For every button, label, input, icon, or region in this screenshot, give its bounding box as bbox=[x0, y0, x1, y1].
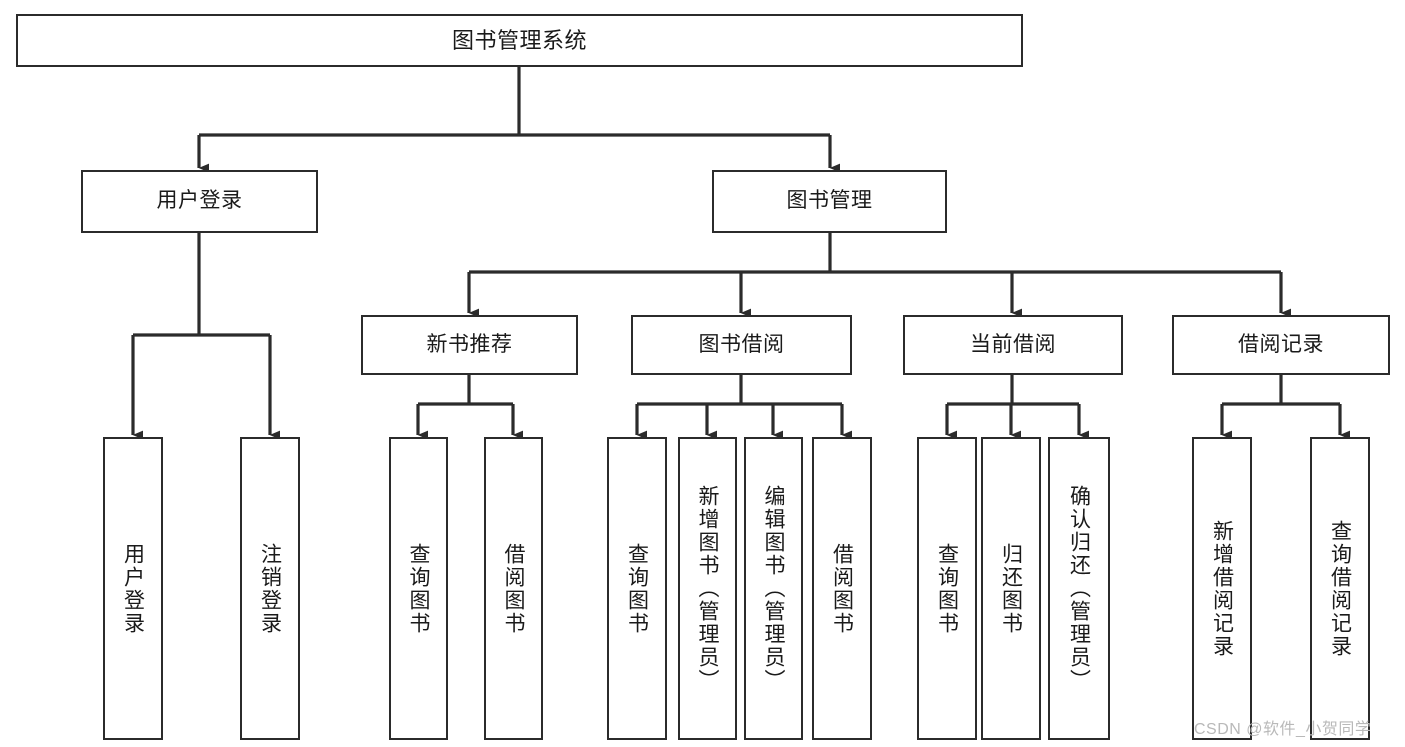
node-leaf-query-book-3[interactable]: 查询图书 bbox=[917, 437, 977, 740]
node-user-login[interactable]: 用户登录 bbox=[81, 170, 318, 233]
node-new-book-recommend-label: 新书推荐 bbox=[426, 332, 513, 356]
edges-book-manage-to-level2 bbox=[467, 233, 1292, 318]
node-user-login-label: 用户登录 bbox=[156, 189, 243, 213]
node-leaf-query-book-1-label: 查询图书 bbox=[407, 542, 430, 635]
node-book-manage[interactable]: 图书管理 bbox=[712, 170, 947, 233]
node-leaf-borrow-book-2-label: 借阅图书 bbox=[830, 542, 854, 635]
node-leaf-borrow-book-1-label: 借阅图书 bbox=[502, 542, 525, 635]
edges-book-borrow-to-leaves bbox=[635, 375, 853, 440]
node-leaf-user-login[interactable]: 用户登录 bbox=[103, 437, 163, 740]
node-leaf-query-book-1[interactable]: 查询图书 bbox=[389, 437, 448, 740]
node-leaf-edit-book[interactable]: 编辑图书（管理员） bbox=[744, 437, 803, 740]
node-book-manage-label: 图书管理 bbox=[786, 189, 873, 213]
node-leaf-logout-label: 注销登录 bbox=[258, 542, 282, 635]
node-leaf-borrow-book-1[interactable]: 借阅图书 bbox=[484, 437, 543, 740]
node-leaf-query-book-2-label: 查询图书 bbox=[625, 542, 649, 635]
node-root-label: 图书管理系统 bbox=[451, 27, 587, 53]
node-borrow-record-label: 借阅记录 bbox=[1238, 332, 1324, 356]
node-leaf-add-record[interactable]: 新增借阅记录 bbox=[1192, 437, 1252, 740]
node-leaf-logout[interactable]: 注销登录 bbox=[240, 437, 300, 740]
edges-root-to-level1 bbox=[197, 66, 841, 173]
node-leaf-add-book[interactable]: 新增图书（管理员） bbox=[678, 437, 737, 740]
node-leaf-add-record-label: 新增借阅记录 bbox=[1210, 519, 1234, 658]
edges-borrow-record-to-leaves bbox=[1220, 375, 1351, 440]
node-leaf-user-login-label: 用户登录 bbox=[121, 542, 145, 635]
node-leaf-query-record-label: 查询借阅记录 bbox=[1328, 519, 1352, 658]
node-leaf-confirm-return[interactable]: 确认归还（管理员） bbox=[1048, 437, 1110, 740]
node-current-borrow[interactable]: 当前借阅 bbox=[903, 315, 1123, 375]
edges-user-login-to-leaves bbox=[131, 233, 281, 440]
node-book-borrow[interactable]: 图书借阅 bbox=[631, 315, 852, 375]
node-leaf-query-book-2[interactable]: 查询图书 bbox=[607, 437, 667, 740]
node-leaf-query-book-3-label: 查询图书 bbox=[935, 542, 959, 635]
edges-new-book-recommend-to-leaves bbox=[416, 375, 524, 440]
csdn-watermark: CSDN @软件_小贺同学 bbox=[1194, 721, 1372, 738]
node-book-borrow-label: 图书借阅 bbox=[698, 332, 785, 356]
node-new-book-recommend[interactable]: 新书推荐 bbox=[361, 315, 578, 375]
node-leaf-query-record[interactable]: 查询借阅记录 bbox=[1310, 437, 1370, 740]
edges-current-borrow-to-leaves bbox=[945, 375, 1090, 440]
node-leaf-add-book-label: 新增图书（管理员） bbox=[696, 485, 719, 692]
node-current-borrow-label: 当前借阅 bbox=[970, 332, 1056, 356]
node-leaf-confirm-return-label: 确认归还（管理员） bbox=[1067, 485, 1091, 692]
node-leaf-return-book[interactable]: 归还图书 bbox=[981, 437, 1041, 740]
node-leaf-edit-book-label: 编辑图书（管理员） bbox=[762, 485, 785, 692]
node-leaf-return-book-label: 归还图书 bbox=[999, 542, 1023, 635]
node-borrow-record[interactable]: 借阅记录 bbox=[1172, 315, 1390, 375]
node-leaf-borrow-book-2[interactable]: 借阅图书 bbox=[812, 437, 872, 740]
node-root-system[interactable]: 图书管理系统 bbox=[16, 14, 1023, 67]
